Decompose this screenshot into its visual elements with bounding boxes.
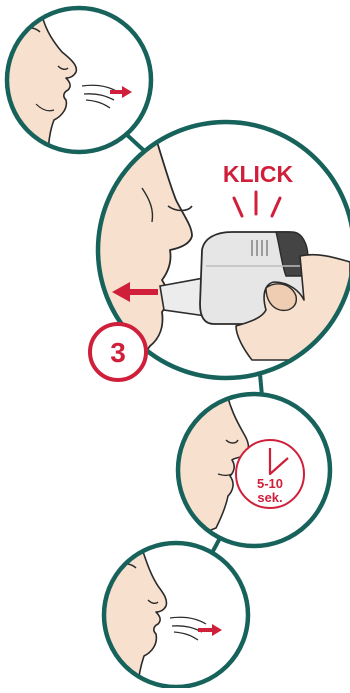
click-sound-label: KLICK xyxy=(223,161,294,187)
panel-inhale-device: KLICK 3 xyxy=(90,120,350,380)
panel-hold-breath: 5-10 sek. xyxy=(170,390,330,546)
panel-exhale-after xyxy=(100,543,248,688)
clock-icon: 5-10 sek. xyxy=(236,440,304,508)
step-number-badge: 3 xyxy=(90,324,146,380)
timer-unit: sek. xyxy=(257,490,282,505)
timer-range: 5-10 xyxy=(257,476,283,491)
step-number: 3 xyxy=(110,337,126,368)
